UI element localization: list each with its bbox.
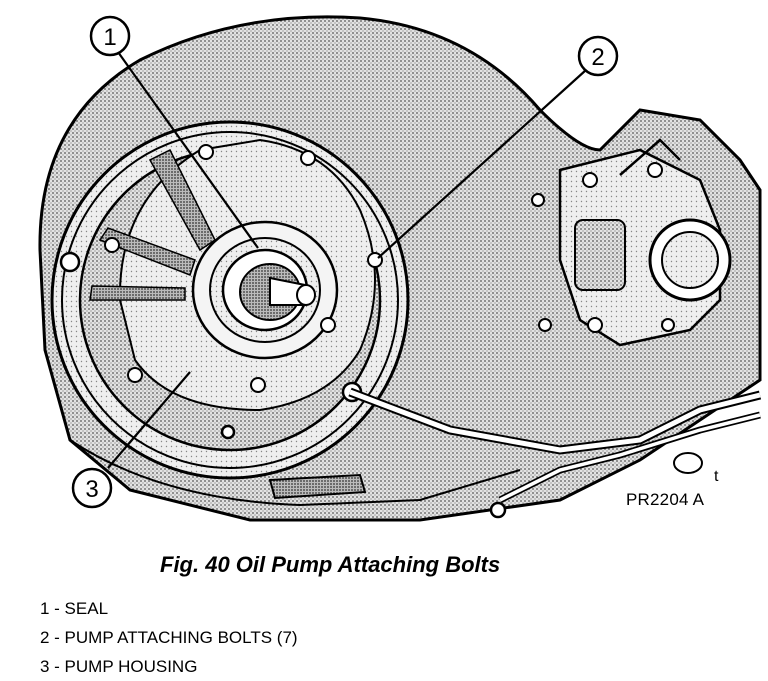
case-slot [268, 473, 367, 500]
figure-reference-code: PR2204 A [626, 490, 705, 509]
figure-caption: Fig. 40 Oil Pump Attaching Bolts [160, 552, 501, 577]
callout-2-number: 2 [591, 44, 604, 71]
oil-pump-illustration: 1 2 3 [38, 15, 762, 522]
callout-1-number: 1 [103, 24, 116, 51]
stray-mark: t [714, 468, 719, 485]
leader-lines [107, 51, 587, 469]
callout-2: 2 [577, 35, 619, 77]
cooler-line [348, 387, 762, 504]
legend: 1 - SEAL 2 - PUMP ATTACHING BOLTS (7) 3 … [40, 594, 298, 681]
legend-item-pump-attaching-bolts: 2 - PUMP ATTACHING BOLTS (7) [40, 628, 298, 647]
callout-3-number: 3 [85, 476, 98, 503]
side-housing [531, 138, 732, 347]
callout-1: 1 [89, 15, 131, 57]
legend-item-seal: 1 - SEAL [40, 599, 109, 618]
callout-3: 3 [71, 467, 113, 509]
seal-and-shaft [191, 220, 339, 360]
legend-item-pump-housing: 3 - PUMP HOUSING [40, 657, 198, 676]
